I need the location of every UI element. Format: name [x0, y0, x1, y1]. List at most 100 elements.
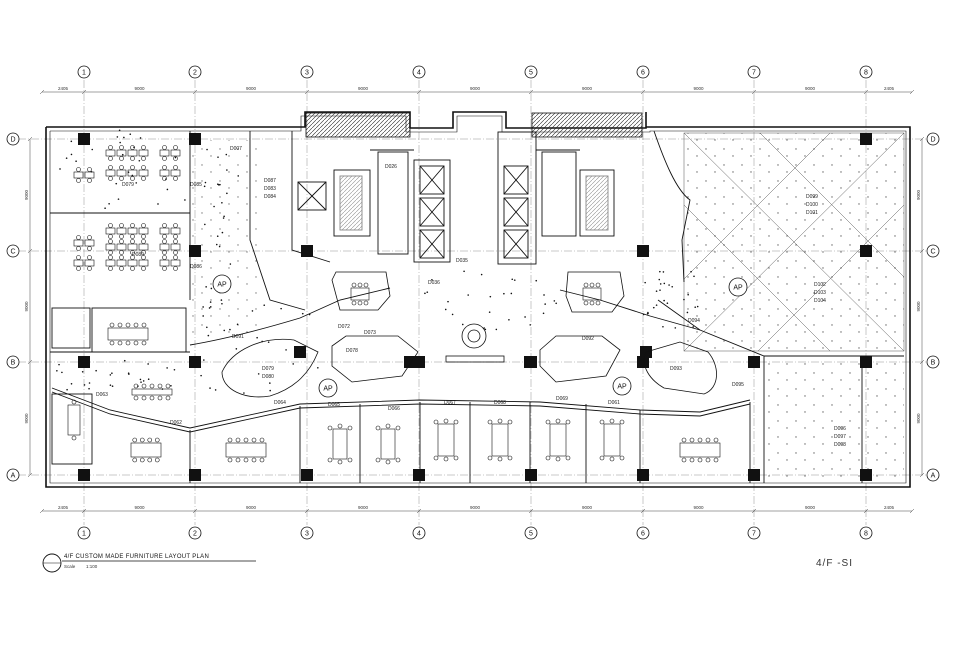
- chair: [154, 437, 160, 443]
- ceiling-light: [204, 181, 207, 184]
- ceiling-light: [263, 304, 266, 307]
- ceiling-light: [174, 156, 177, 159]
- column: [860, 133, 872, 145]
- chair: [130, 255, 135, 260]
- chair: [697, 437, 703, 443]
- chair: [487, 455, 493, 461]
- column: [637, 245, 649, 257]
- ceiling-light: [235, 348, 238, 350]
- chair: [363, 282, 369, 288]
- chair: [76, 246, 81, 251]
- desk: [84, 239, 95, 247]
- dimension-value: 9000: [134, 505, 145, 510]
- chair: [545, 455, 551, 461]
- ceiling-light: [426, 291, 429, 293]
- grid-bubble-col-4: 4: [412, 526, 426, 540]
- grid-col-label: 4: [417, 530, 421, 537]
- chair: [599, 419, 605, 425]
- desk: [159, 169, 170, 177]
- ceiling-light: [61, 371, 63, 374]
- ceiling-light: [135, 182, 138, 184]
- ap-label: AP: [323, 386, 333, 393]
- furniture-code: D073: [364, 330, 376, 336]
- chair: [497, 418, 503, 424]
- furniture-code: D078: [346, 348, 358, 354]
- ceiling-light: [292, 363, 295, 365]
- chair: [487, 419, 493, 425]
- chair: [443, 456, 449, 462]
- ceiling-light: [461, 323, 464, 326]
- chair: [327, 457, 333, 463]
- column: [860, 245, 872, 257]
- desk: [116, 169, 127, 177]
- ceiling-light: [83, 384, 86, 386]
- chair: [599, 455, 605, 461]
- chair: [119, 250, 124, 255]
- column: [294, 346, 306, 358]
- chair: [251, 457, 257, 463]
- grid-row-label: B: [931, 359, 936, 366]
- chair: [87, 167, 92, 172]
- ceiling-light: [642, 313, 645, 316]
- ceiling-light: [524, 316, 526, 318]
- grid-bubble-col-6: 6: [636, 526, 650, 540]
- grid-row-label: A: [11, 472, 16, 479]
- furniture-code: D079: [262, 366, 274, 372]
- ceiling-light: [256, 336, 258, 339]
- grid-col-label: 6: [641, 69, 645, 76]
- chair: [173, 165, 178, 170]
- ceiling-light: [208, 307, 211, 309]
- open-area-dots: [684, 133, 904, 351]
- grid-bubble-col-2: 2: [188, 65, 202, 79]
- dimension-value: 2405: [884, 86, 895, 91]
- chair: [133, 395, 139, 401]
- chair: [141, 234, 146, 239]
- dimension-value: 9000: [805, 505, 816, 510]
- ceiling-light: [447, 300, 449, 303]
- ceiling-light: [87, 366, 90, 368]
- meeting-table: [107, 327, 149, 341]
- chair: [117, 322, 123, 328]
- terrace-hatch-right: [531, 112, 643, 138]
- dimension-value: 9000: [916, 189, 921, 200]
- dimension-value: 9000: [693, 505, 704, 510]
- grid-col-label: 8: [864, 69, 868, 76]
- furniture-code: D093: [670, 366, 682, 372]
- chair: [507, 455, 513, 461]
- furniture-code: D099: [806, 194, 818, 200]
- ceiling-light: [95, 369, 97, 372]
- grid-bubble-col-8: 8: [859, 65, 873, 79]
- chair: [337, 459, 343, 465]
- chair: [595, 282, 601, 288]
- chair: [141, 340, 147, 346]
- grid-bubble-col-7: 7: [747, 526, 761, 540]
- ceiling-light: [218, 184, 220, 186]
- furniture-code: D063: [96, 392, 108, 398]
- grid-bubble-row-C: C: [926, 244, 940, 258]
- chair: [117, 340, 123, 346]
- chair: [141, 250, 146, 255]
- grid-col-label: 2: [193, 530, 197, 537]
- ceiling-light: [123, 359, 126, 362]
- ceiling-light: [451, 313, 454, 316]
- ceiling-light: [203, 359, 205, 361]
- chair: [681, 457, 687, 463]
- chair: [507, 419, 513, 425]
- furniture-code: D100: [806, 202, 818, 208]
- dimension-value: 2405: [58, 86, 69, 91]
- ceiling-light: [137, 385, 139, 387]
- ceiling-light: [111, 385, 114, 387]
- column: [78, 469, 90, 481]
- grid-col-label: 5: [529, 530, 533, 537]
- chair: [173, 239, 178, 244]
- column: [860, 356, 872, 368]
- dimension-value: 9000: [358, 505, 369, 510]
- ceiling-light: [463, 270, 465, 273]
- chair: [147, 437, 153, 443]
- chair: [162, 165, 167, 170]
- ceiling-light: [205, 286, 207, 288]
- ceiling-light: [221, 231, 224, 234]
- ceiling-light: [75, 160, 77, 163]
- chair: [337, 423, 343, 429]
- ceiling-light: [109, 374, 112, 376]
